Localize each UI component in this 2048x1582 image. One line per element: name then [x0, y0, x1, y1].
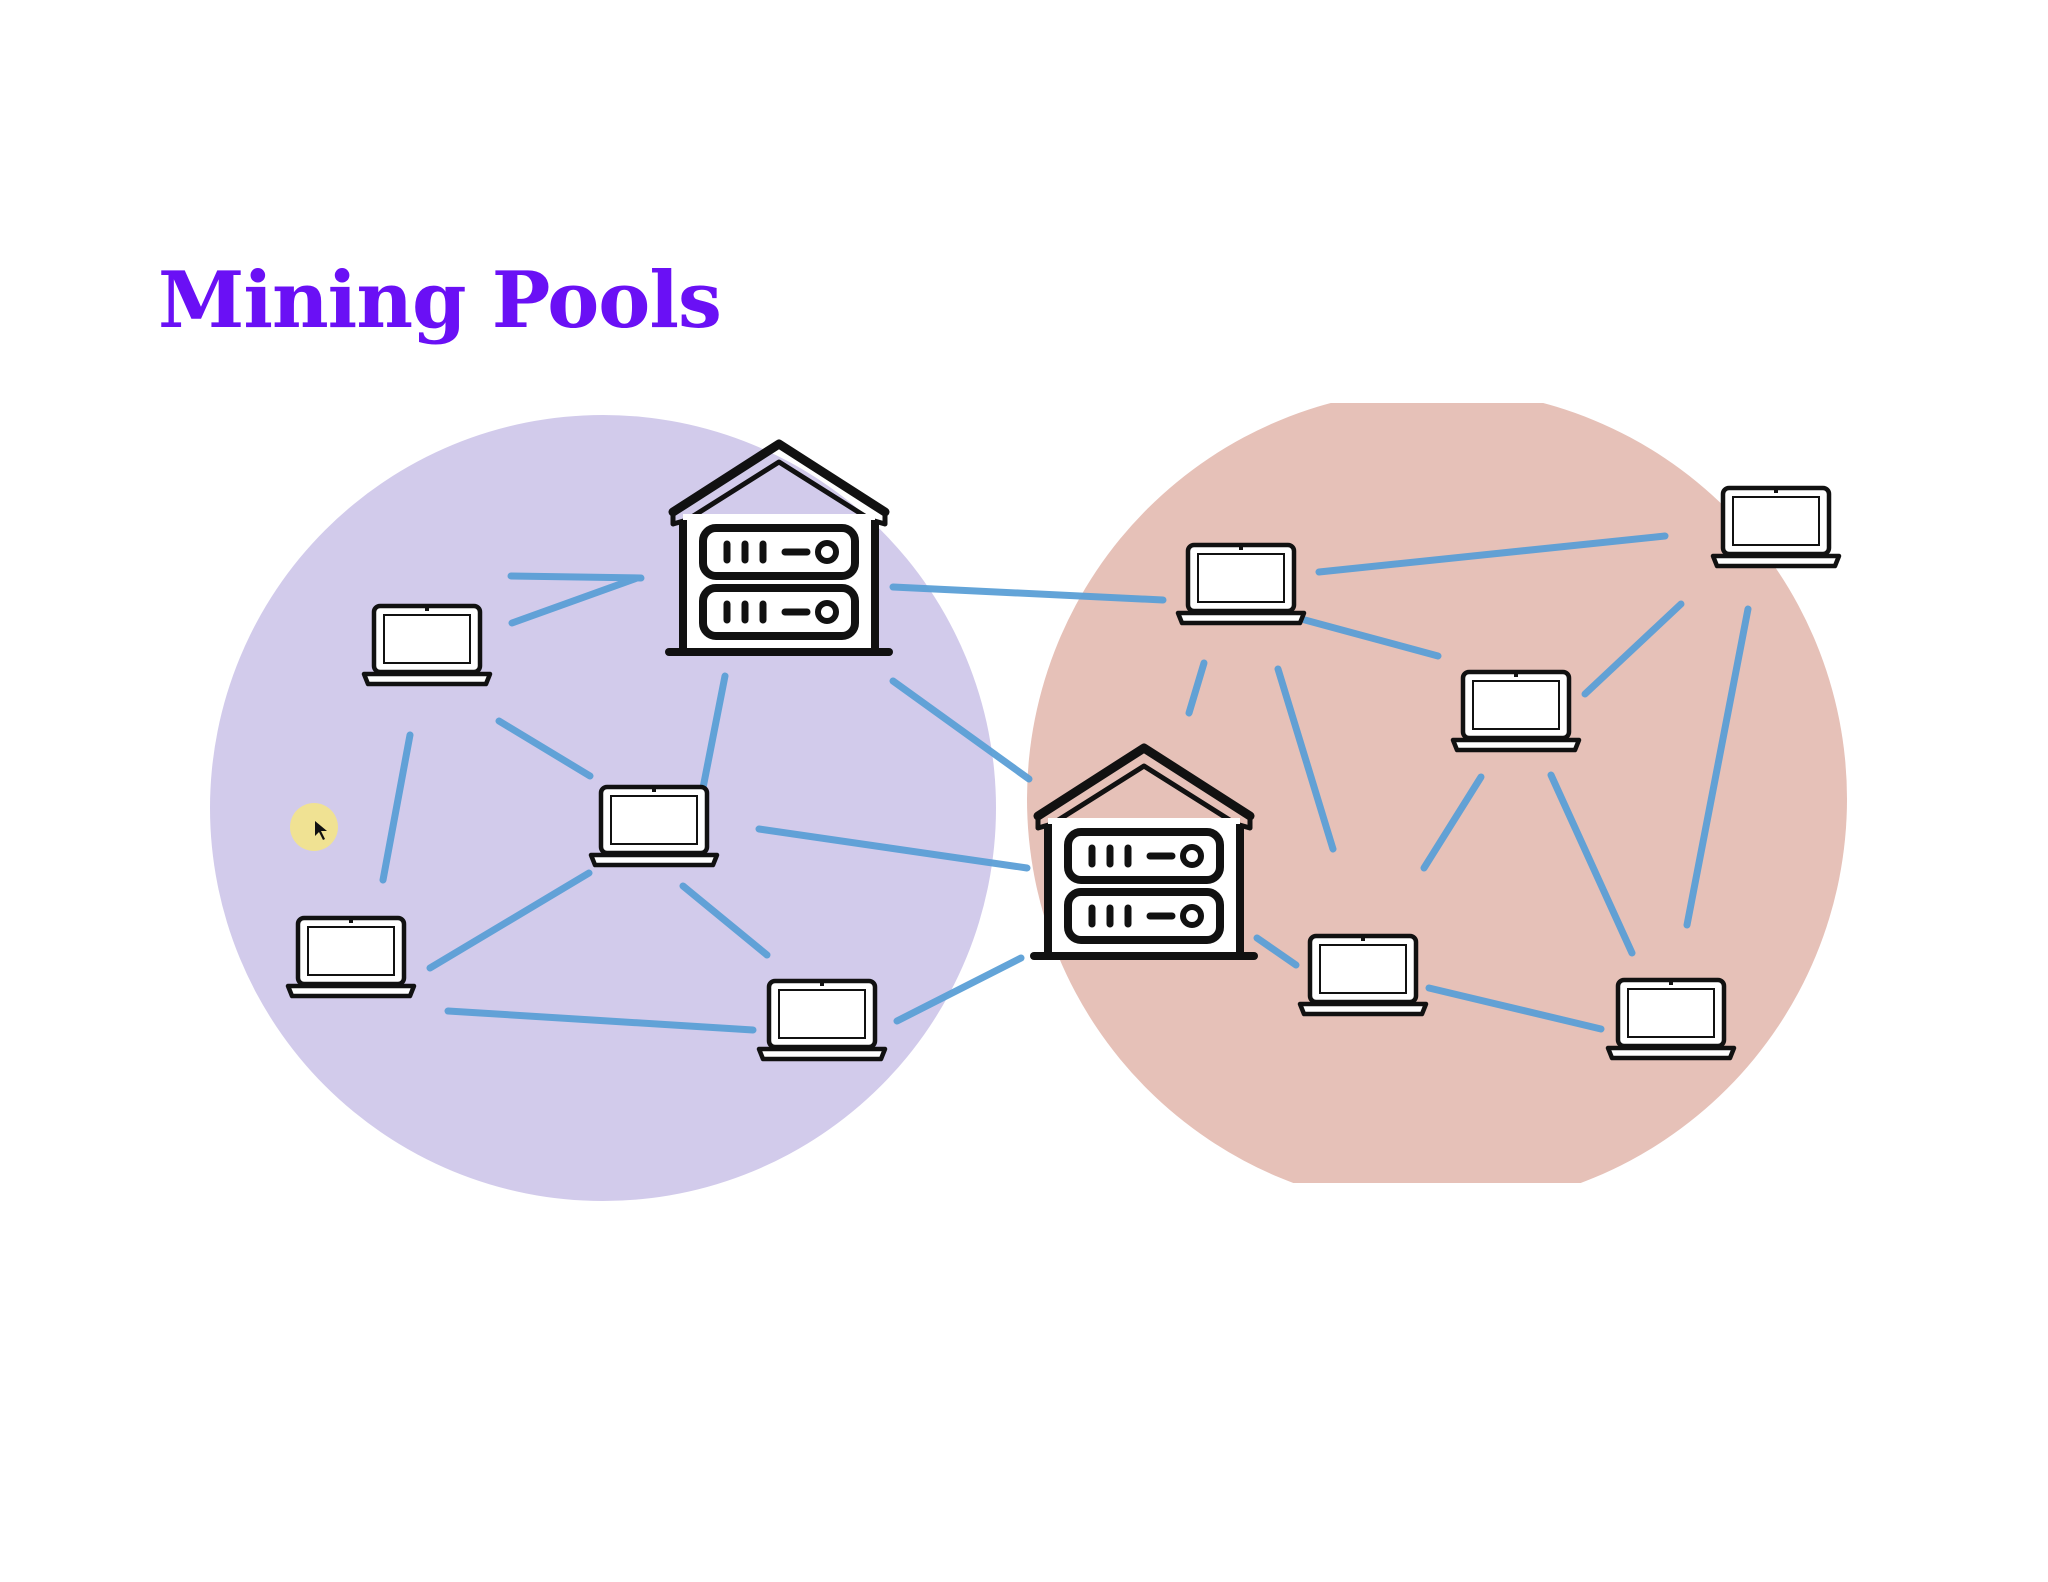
connection-line [1425, 984, 1605, 1033]
connection-line [1581, 600, 1685, 698]
connection-line [1683, 605, 1752, 929]
connection-line [508, 574, 641, 627]
connection-line [1315, 532, 1669, 576]
laptop-icon [1713, 488, 1839, 566]
connection-line [698, 672, 729, 797]
laptop-icon [1608, 980, 1734, 1058]
connection-line [1185, 659, 1208, 717]
connection-line [1274, 665, 1337, 853]
connection-line [1301, 616, 1442, 660]
connections [379, 532, 1752, 1034]
laptop-icon [591, 787, 717, 865]
connection-line [1547, 771, 1636, 957]
laptop-icon [1300, 936, 1426, 1014]
connection-line [444, 1007, 757, 1034]
connection-line [679, 882, 771, 959]
laptop-icon [364, 606, 490, 684]
cursor-icon [290, 803, 338, 851]
connection-line [889, 583, 1167, 604]
connection-line [507, 572, 645, 582]
slide-title: Mining Pools [158, 255, 722, 346]
connection-line [426, 869, 593, 972]
connection-line [889, 677, 1033, 783]
laptop-icon [1453, 672, 1579, 750]
connection-line [495, 717, 594, 780]
connection-line [755, 825, 1031, 872]
connection-line [893, 954, 1025, 1025]
connection-line [379, 731, 414, 884]
laptop-icon [1178, 545, 1304, 623]
laptop-icon [759, 981, 885, 1059]
laptop-icon [288, 918, 414, 996]
connection-line [1420, 773, 1485, 872]
connection-line [1253, 934, 1300, 969]
